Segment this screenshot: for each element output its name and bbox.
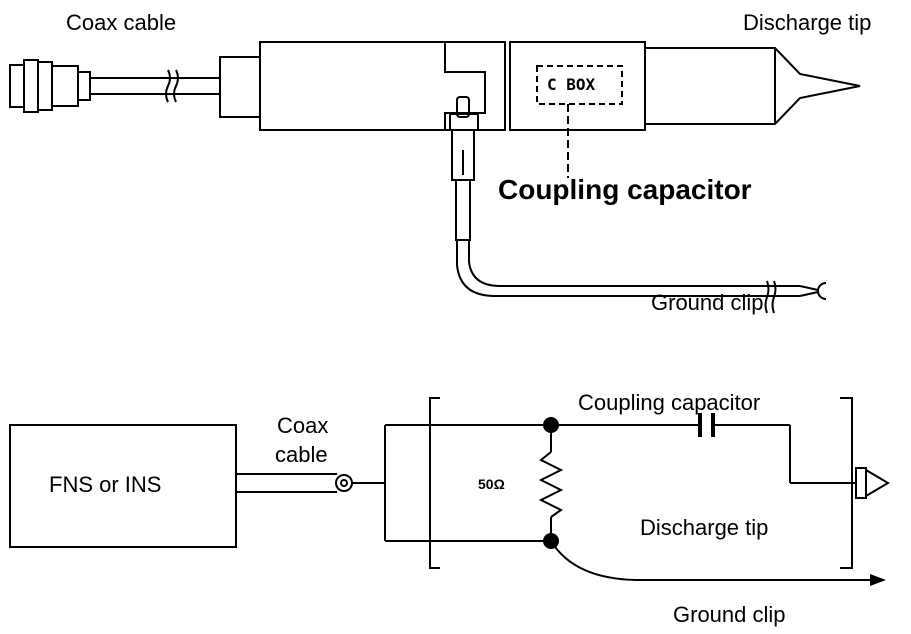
probe-front-body (509, 41, 646, 178)
discharge-tip-label: Discharge tip (743, 10, 872, 35)
junction-dot-top (543, 417, 559, 433)
coax-cable-line (90, 69, 220, 103)
probe-rear-body (219, 41, 506, 131)
coax-label-line1: Coax (277, 413, 329, 438)
ground-lead-wire (456, 240, 827, 314)
discharge-tip-shape (644, 47, 861, 125)
junction-dot-bottom (543, 533, 559, 549)
ground-lead-connector (449, 96, 479, 241)
tip-symbol (855, 467, 890, 499)
coax-cable-label: Coax cable (66, 10, 177, 35)
schematic-coax (236, 473, 385, 493)
schematic-wiring (384, 424, 870, 581)
schematic-coupling-capacitor-label: Coupling capacitor (578, 390, 761, 415)
resistor-label: 50Ω (478, 476, 505, 492)
cbox-label: C BOX (547, 75, 596, 94)
schematic-discharge-tip-label: Discharge tip (640, 515, 769, 540)
coax-label-line2: cable (275, 442, 328, 467)
coupling-capacitor-label: Coupling capacitor (498, 174, 752, 205)
generator-box (9, 424, 237, 548)
ground-clip-label-top: Ground clip (651, 290, 764, 315)
bnc-connector (9, 59, 91, 113)
enclosure-bracket (429, 397, 853, 569)
ground-arrow-icon (870, 574, 886, 586)
schematic-ground-clip-label: Ground clip (673, 602, 786, 627)
capacitor-symbol (698, 413, 715, 437)
generator-label: FNS or INS (49, 472, 162, 497)
